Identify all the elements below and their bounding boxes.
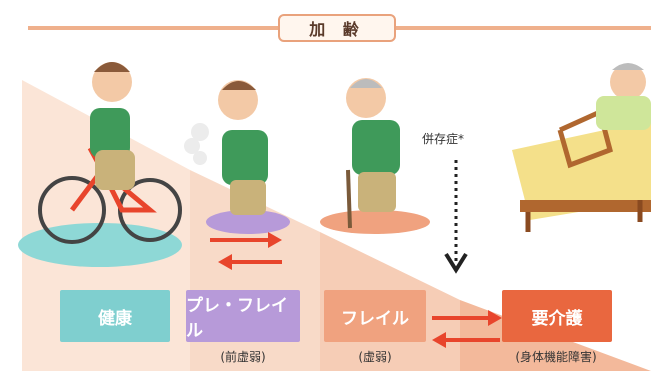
comorbidity-label: 併存症* — [422, 132, 465, 146]
stage-prefrail: プレ・フレイル — [186, 290, 300, 342]
floor-shadow-1 — [18, 223, 182, 267]
stage-frail-sub: (虚弱) — [358, 350, 392, 364]
stage-prefrail-sub: (前虚弱) — [220, 350, 266, 364]
stage-prefrail-label: プレ・フレイル — [186, 296, 288, 341]
bed-patient-figure — [512, 63, 651, 232]
down-arrow-icon — [444, 160, 468, 274]
floor-shadow-2 — [206, 210, 290, 234]
tired-elder-figure — [184, 80, 268, 215]
stage-care-label: 要介護 — [531, 308, 583, 329]
stage-care-sub: (身体機能障害) — [515, 350, 597, 364]
reversible-arrows-1 — [210, 232, 282, 270]
stage-healthy: 健康 — [60, 290, 170, 342]
cane-elder-figure — [346, 78, 400, 229]
stage-frail-label: フレイル — [341, 308, 409, 329]
aging-label: 加 齢 — [278, 14, 396, 42]
cyclist-figure — [38, 62, 182, 244]
floor-shadow-3 — [320, 210, 430, 234]
stage-care: 要介護 — [502, 290, 612, 342]
stage-frail: フレイル — [324, 290, 426, 342]
stage-healthy-label: 健康 — [98, 308, 132, 329]
reversible-arrows-2 — [432, 310, 502, 348]
